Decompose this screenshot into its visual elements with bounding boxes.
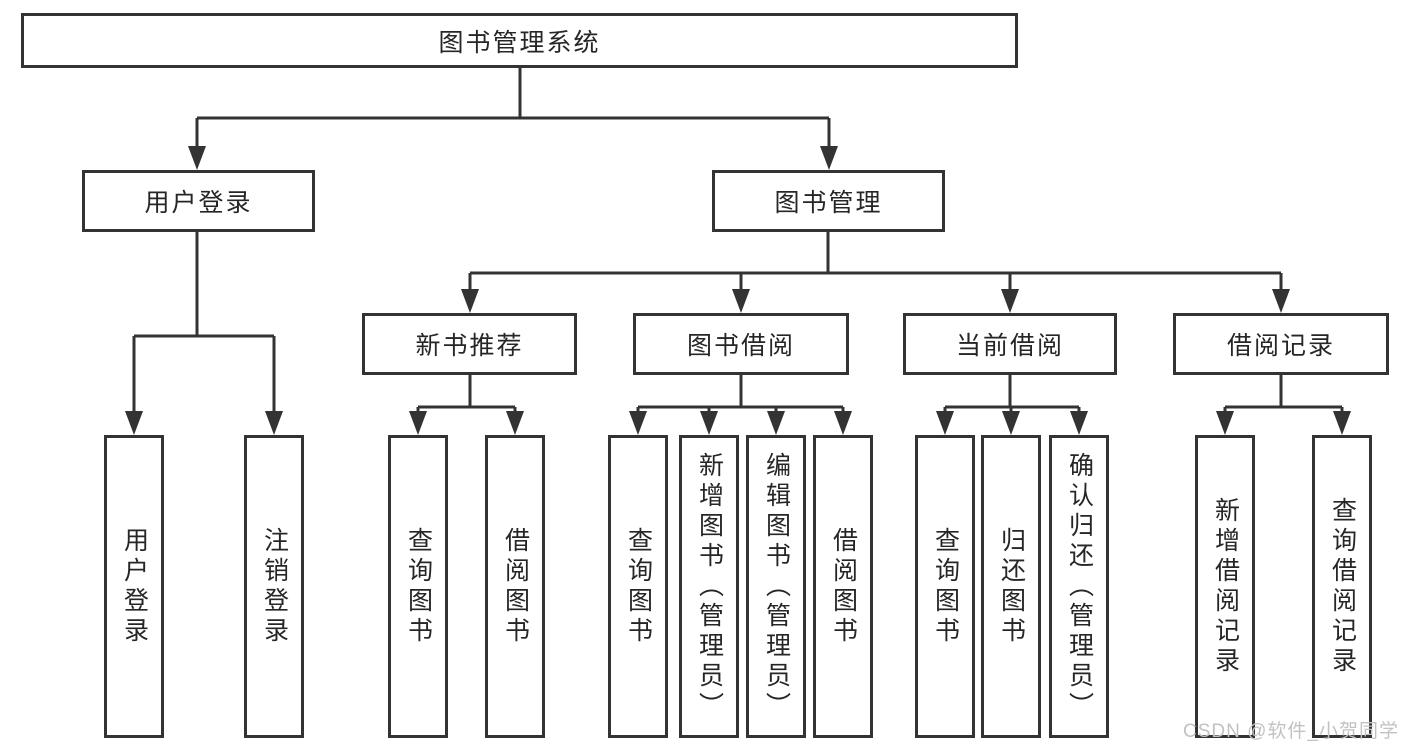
arrowhead-down-icon <box>1070 411 1088 435</box>
arrowhead-down-icon <box>732 289 750 313</box>
leaf-query-borrow-record: 查询借阅记录 <box>1312 435 1372 738</box>
leaf-borrow-books-1-label: 借阅图书 <box>501 526 530 647</box>
leaf-borrow-books-1: 借阅图书 <box>485 435 545 738</box>
leaf-query-books-1-label: 查询图书 <box>404 526 433 647</box>
leaf-add-borrow-record-label: 新增借阅记录 <box>1211 496 1240 677</box>
leaf-query-books-2-label: 查询图书 <box>624 526 653 647</box>
leaf-add-book-admin-label: 新增图书（管理员） <box>695 451 724 722</box>
leaf-query-books-2: 查询图书 <box>608 435 668 738</box>
leaf-logout: 注销登录 <box>244 435 304 738</box>
node-book-management-label: 图书管理 <box>774 189 883 217</box>
node-borrow-records: 借阅记录 <box>1173 313 1389 375</box>
node-user-login-label: 用户登录 <box>144 189 253 217</box>
arrowhead-down-icon <box>1272 289 1290 313</box>
leaf-edit-book-admin-label: 编辑图书（管理员） <box>762 451 791 722</box>
node-borrow-records-label: 借阅记录 <box>1226 332 1335 360</box>
node-book-management: 图书管理 <box>712 170 945 232</box>
watermark: CSDN @软件_小贺同学 <box>1183 721 1399 742</box>
node-current-borrow-label: 当前借阅 <box>955 332 1064 360</box>
node-book-borrow-label: 图书借阅 <box>686 332 795 360</box>
node-root: 图书管理系统 <box>21 13 1018 68</box>
leaf-user-login-label: 用户登录 <box>120 526 149 647</box>
leaf-return-books-label: 归还图书 <box>997 526 1026 647</box>
leaf-confirm-return-admin-label: 确认归还（管理员） <box>1065 451 1094 722</box>
leaf-query-books-1: 查询图书 <box>388 435 448 738</box>
arrowhead-down-icon <box>506 411 524 435</box>
arrowhead-down-icon <box>629 411 647 435</box>
leaf-confirm-return-admin: 确认归还（管理员） <box>1049 435 1109 738</box>
arrowhead-down-icon <box>1216 411 1234 435</box>
leaf-borrow-books-2-label: 借阅图书 <box>829 526 858 647</box>
arrowhead-down-icon <box>936 411 954 435</box>
arrowhead-down-icon <box>700 411 718 435</box>
leaf-query-books-3: 查询图书 <box>915 435 975 738</box>
arrowhead-down-icon <box>1001 289 1019 313</box>
arrowhead-down-icon <box>265 411 283 435</box>
node-user-login: 用户登录 <box>82 170 315 232</box>
arrowhead-down-icon <box>188 146 206 170</box>
leaf-add-book-admin: 新增图书（管理员） <box>679 435 739 738</box>
leaf-user-login: 用户登录 <box>104 435 164 738</box>
node-current-borrow: 当前借阅 <box>903 313 1117 375</box>
arrowhead-down-icon <box>461 289 479 313</box>
leaf-return-books: 归还图书 <box>981 435 1041 738</box>
arrowheads <box>125 146 1351 435</box>
arrowhead-down-icon <box>820 146 838 170</box>
node-root-label: 图书管理系统 <box>438 28 601 57</box>
leaf-query-books-3-label: 查询图书 <box>931 526 960 647</box>
arrowhead-down-icon <box>1002 411 1020 435</box>
arrowhead-down-icon <box>125 411 143 435</box>
leaf-logout-label: 注销登录 <box>260 526 289 647</box>
node-new-book-recommend: 新书推荐 <box>362 313 577 375</box>
node-book-borrow: 图书借阅 <box>633 313 849 375</box>
arrowhead-down-icon <box>834 411 852 435</box>
node-new-book-recommend-label: 新书推荐 <box>415 332 524 360</box>
arrowhead-down-icon <box>767 411 785 435</box>
leaf-query-borrow-record-label: 查询借阅记录 <box>1328 496 1357 677</box>
arrowhead-down-icon <box>1333 411 1351 435</box>
leaf-edit-book-admin: 编辑图书（管理员） <box>746 435 806 738</box>
leaf-add-borrow-record: 新增借阅记录 <box>1195 435 1255 738</box>
leaf-borrow-books-2: 借阅图书 <box>813 435 873 738</box>
arrowhead-down-icon <box>409 411 427 435</box>
